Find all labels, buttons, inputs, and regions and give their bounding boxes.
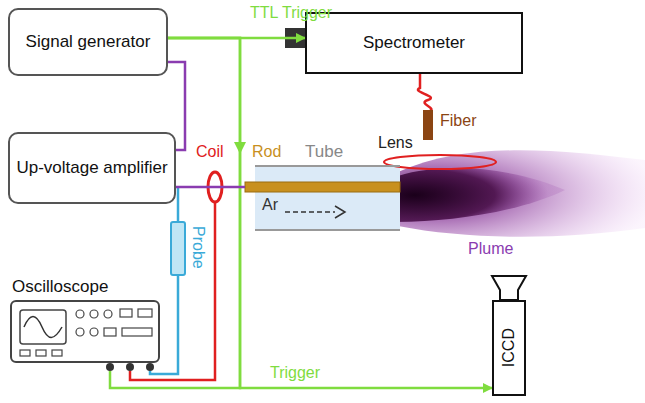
fiber-label: Fiber [440, 112, 476, 130]
gas-label: Ar [262, 196, 278, 214]
rod [245, 182, 400, 192]
probe-tap [177, 187, 180, 222]
probe-body [171, 222, 185, 275]
scope-ports [106, 363, 154, 371]
coil-label: Coil [196, 143, 224, 161]
gas-flow-arrow [285, 211, 335, 213]
node-heading: Oscilloscope [12, 277, 108, 297]
plume-label: Plume [468, 240, 513, 258]
probe-label: Probe [189, 226, 207, 269]
fiber-tip [423, 110, 433, 140]
tube-body [255, 166, 400, 229]
node-label: ICCD [499, 328, 518, 367]
oscilloscope-box: Oscilloscope [10, 300, 160, 363]
plume-core [398, 168, 565, 222]
rod-label: Rod [252, 143, 281, 161]
spectrometer-box: Spectrometer [305, 12, 523, 74]
plume-glow [398, 150, 645, 237]
gas-flow-head [335, 206, 345, 218]
lens-label: Lens [378, 134, 413, 152]
iccd-camera: ICCD [492, 300, 526, 396]
node-heading: Tube [305, 142, 343, 162]
probe-wire [150, 275, 178, 374]
scope-trace [24, 317, 62, 338]
trigger-line [168, 38, 492, 388]
amplifier-box: Up-voltage amplifier [8, 132, 176, 204]
power-wire [176, 186, 245, 189]
iccd-lens [492, 276, 526, 300]
edge-label: Trigger [270, 364, 320, 382]
lens [384, 155, 496, 169]
generator-box: Signal generator [8, 8, 168, 76]
edge-label: TTL Trigger [250, 4, 332, 22]
trigger-line [110, 38, 240, 388]
coil-wire [130, 202, 215, 380]
scope-knobs [20, 309, 152, 356]
node-label: Spectrometer [363, 33, 465, 53]
fiber-cable [418, 74, 432, 112]
node-label: Signal generator [26, 32, 151, 52]
scope-screen [20, 310, 66, 344]
node-label: Up-voltage amplifier [16, 158, 167, 178]
